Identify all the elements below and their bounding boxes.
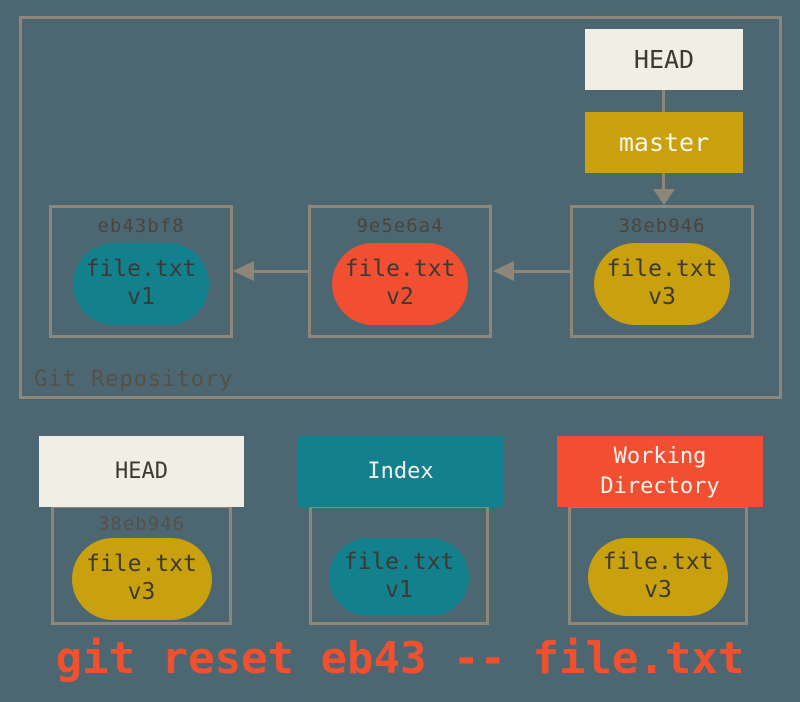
commit-box-eb43bf8: eb43bf8 file.txt v1: [49, 205, 233, 338]
file-name: file.txt: [344, 256, 456, 283]
commit-box-9e5e6a4: 9e5e6a4 file.txt v2: [308, 205, 492, 338]
head-area-box: 38eb946 file.txt v3: [51, 505, 232, 625]
working-directory-area-file-blob: file.txt v3: [588, 538, 728, 616]
git-repository-label: Git Repository: [34, 367, 234, 392]
commit3-to-commit2-arrowhead-icon: [493, 261, 514, 281]
head-area-hash: 38eb946: [97, 513, 186, 535]
index-area-box: file.txt v1: [309, 505, 489, 625]
head-ref-box: HEAD: [585, 29, 743, 90]
commit-hash: 38eb946: [618, 215, 706, 237]
file-version: v1: [127, 284, 155, 310]
git-repository-box: Git Repository: [19, 16, 782, 399]
file-blob-v1: file.txt v1: [73, 243, 209, 325]
file-name: file.txt: [606, 256, 718, 283]
file-version: v1: [385, 577, 413, 603]
git-command-caption: git reset eb43 -- file.txt: [55, 633, 745, 684]
working-directory-area-header: Working Directory: [557, 436, 763, 507]
file-version: v3: [648, 284, 676, 310]
file-blob-v3: file.txt v3: [594, 243, 730, 325]
commit-box-38eb946: 38eb946 file.txt v3: [570, 205, 754, 338]
file-version: v2: [386, 284, 414, 310]
file-name: file.txt: [343, 549, 455, 576]
head-to-master-line: [662, 90, 665, 112]
file-name: file.txt: [602, 549, 714, 576]
file-name: file.txt: [85, 256, 197, 283]
file-name: file.txt: [86, 551, 197, 578]
index-area-header: Index: [298, 436, 503, 507]
commit3-to-commit2-line: [513, 270, 571, 273]
file-blob-v2: file.txt v2: [332, 243, 468, 325]
file-version: v3: [127, 579, 156, 605]
commit2-to-commit1-arrowhead-icon: [233, 261, 254, 281]
master-branch-box: master: [585, 112, 743, 173]
head-area-header: HEAD: [39, 436, 244, 507]
master-to-commit-arrowhead-icon: [653, 189, 675, 205]
index-area-file-blob: file.txt v1: [329, 538, 469, 616]
file-version: v3: [644, 577, 672, 603]
commit-hash: 9e5e6a4: [356, 215, 444, 237]
head-area-file-blob: file.txt v3: [71, 538, 212, 620]
master-to-commit-line: [662, 173, 665, 189]
working-directory-area-box: file.txt v3: [568, 505, 748, 625]
commit2-to-commit1-line: [253, 270, 309, 273]
commit-hash: eb43bf8: [97, 215, 185, 237]
